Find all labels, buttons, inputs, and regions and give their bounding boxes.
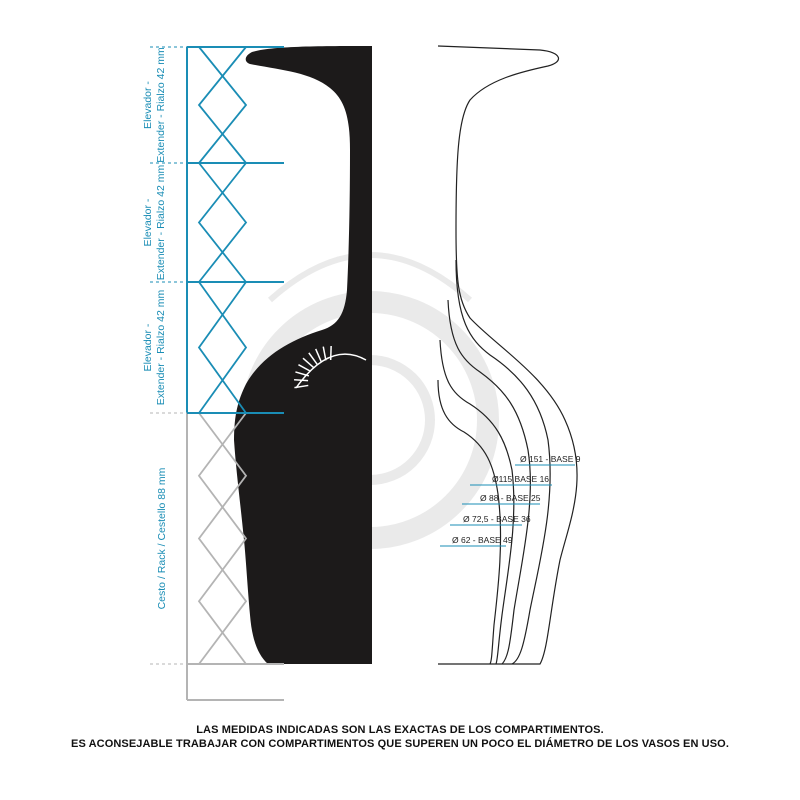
profile-label-4: Ø 72,5 - BASE 36 [463,514,531,524]
profile-label-3: Ø 88 - BASE 25 [480,493,541,503]
rack-label-3-1: Elevador - [142,323,154,371]
comb-detail [294,345,367,389]
rack-label-1-1: Elevador - [142,81,154,129]
profile-outline-5 [437,379,502,665]
footer-line-1: LAS MEDIDAS INDICADAS SON LAS EXACTAS DE… [196,724,604,736]
profile-label-1: Ø 151 - BASE 9 [520,454,581,464]
rack-stack [150,46,284,701]
rack-label-2-2: Extender - Rialzo 42 mm [155,164,167,280]
rack-section-3 [150,281,284,414]
rack-base [150,412,284,701]
profile-label-5: Ø 62 - BASE 49 [452,535,513,545]
rack-label-3-2: Extender - Rialzo 42 mm [155,289,167,405]
profile-outline-4 [439,339,515,665]
rack-section-2 [150,162,284,283]
profile-labels: Ø 151 - BASE 9 Ø115 BASE 16 Ø 88 - BASE 25… [440,454,581,547]
glass-profiles [437,45,578,665]
rack-label-2-1: Elevador - [142,198,154,246]
footer-line-2: ES ACONSEJABLE TRABAJAR CON COMPARTIMENT… [71,738,729,750]
rack-section-1 [150,46,284,164]
profile-outline-3 [447,299,531,665]
profile-outline-1 [437,45,578,665]
rack-label-1-2: Extender - Rialzo 42 mm [155,47,167,163]
profile-outline-2 [455,259,551,665]
glass-silhouette [234,46,372,664]
rack-labels: Elevador -Extender - Rialzo 42 mmElevado… [142,47,168,609]
rack-label-4-1: Cesto / Rack / Cestello 88 mm [156,467,168,609]
profile-label-2: Ø115 BASE 16 [492,474,549,484]
